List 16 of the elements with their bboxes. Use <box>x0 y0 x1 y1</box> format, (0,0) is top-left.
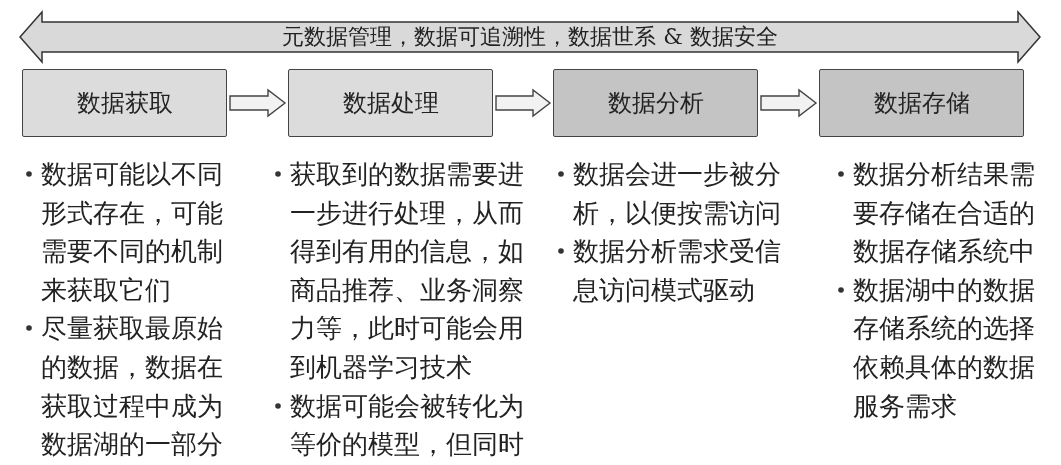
bullet-text: 数据可能会被转化为等价的模型，但同时 <box>290 389 525 462</box>
bullet-text: 数据会进一步被分析，以便按需访问 <box>573 158 782 230</box>
block-arrow <box>760 88 818 118</box>
bullet-text: 数据可能以不同形式存在，可能需要不同的机制来获取它们 <box>41 158 224 307</box>
bullet-text: 数据分析结果需要存储在合适的数据存储系统中 <box>853 158 1036 269</box>
band-label: 元数据管理，数据可追溯性，数据世系 & 数据安全 <box>282 25 778 49</box>
process-box: 数据获取 <box>22 69 227 137</box>
block-arrow <box>495 88 552 118</box>
bullet-text: 数据湖中的数据存储系统的选择依赖具体的数据服务需求 <box>853 273 1036 423</box>
process-box: 数据存储 <box>819 69 1024 137</box>
bullet-text: 数据分析需求受信息访问模式驱动 <box>573 235 782 307</box>
bullet-text: 尽量获取最原始的数据，数据在获取过程中成为数据湖的一部分 <box>41 312 224 462</box>
block-arrow <box>229 88 287 118</box>
process-box: 数据处理 <box>288 69 493 137</box>
process-box: 数据分析 <box>553 69 758 137</box>
bullet-text: 获取到的数据需要进一步进行处理，从而得到有用的信息，如商品推荐、业务洞察力等，此时可能会用到机器学习技术 <box>290 158 525 384</box>
